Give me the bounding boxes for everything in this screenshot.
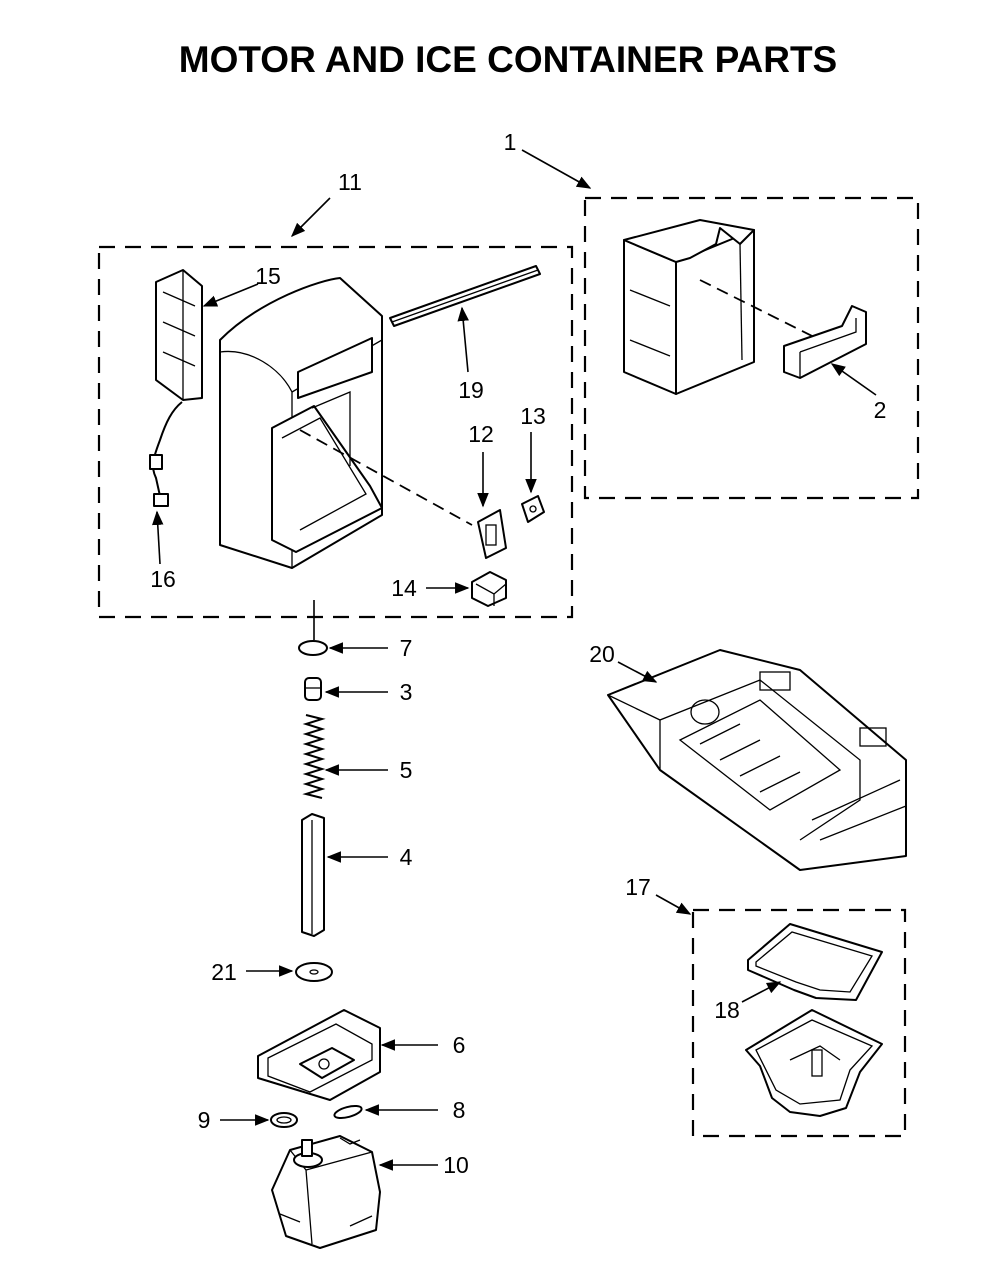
part-12-alignment-line bbox=[299, 429, 473, 526]
part-2-shape bbox=[783, 305, 867, 379]
leader-18 bbox=[741, 981, 782, 1003]
callout-9: 9 bbox=[198, 1107, 211, 1133]
part-2-alignment-line bbox=[699, 279, 821, 341]
part-11-shape bbox=[219, 277, 383, 569]
leader-15 bbox=[202, 283, 259, 307]
callout-19: 19 bbox=[458, 377, 484, 403]
part-4-shape bbox=[301, 813, 325, 937]
part-12-shape bbox=[477, 509, 507, 559]
callout-14: 14 bbox=[391, 575, 417, 601]
leader-16 bbox=[151, 510, 164, 565]
callout-7: 7 bbox=[400, 635, 413, 661]
callout-20: 20 bbox=[589, 641, 615, 667]
leader-2 bbox=[830, 363, 877, 396]
callout-6: 6 bbox=[453, 1032, 466, 1058]
part-10-shape bbox=[271, 1135, 381, 1249]
group-box-17 bbox=[691, 908, 907, 1138]
part-18-shape bbox=[747, 923, 883, 1001]
callout-12: 12 bbox=[468, 421, 494, 447]
leader-17 bbox=[655, 894, 692, 915]
callout-16: 16 bbox=[150, 566, 176, 592]
callout-21: 21 bbox=[211, 959, 237, 985]
part-3-shape bbox=[304, 677, 322, 701]
callout-8: 8 bbox=[453, 1097, 466, 1123]
callout-3: 3 bbox=[400, 679, 413, 705]
leader-11 bbox=[290, 197, 331, 238]
part-14-shape bbox=[471, 571, 507, 607]
callout-1: 1 bbox=[504, 129, 517, 155]
part-20-shape bbox=[607, 649, 907, 871]
callout-10: 10 bbox=[443, 1152, 469, 1178]
diagram-title: MOTOR AND ICE CONTAINER PARTS bbox=[179, 39, 837, 80]
callout-18: 18 bbox=[714, 997, 740, 1023]
leader-19 bbox=[457, 306, 469, 373]
part-7-shape bbox=[298, 640, 328, 656]
part-5-shape bbox=[302, 714, 326, 799]
part-9-shape bbox=[270, 1112, 298, 1128]
part-16-shape bbox=[149, 401, 183, 507]
part-19-shape bbox=[389, 265, 541, 327]
part-17-shape bbox=[745, 1009, 883, 1117]
part-15-shape bbox=[155, 269, 203, 401]
callout-17: 17 bbox=[625, 874, 651, 900]
group-box-1 bbox=[583, 196, 920, 500]
part-13-shape bbox=[521, 495, 545, 523]
part-1-shape bbox=[623, 219, 755, 395]
callout-5: 5 bbox=[400, 757, 413, 783]
part-6-shape bbox=[257, 1009, 381, 1101]
leader-1 bbox=[521, 149, 592, 189]
callout-15: 15 bbox=[255, 263, 281, 289]
part-21-shape bbox=[295, 962, 333, 982]
callout-4: 4 bbox=[400, 844, 413, 870]
callout-11: 11 bbox=[338, 169, 362, 195]
leader-20 bbox=[617, 661, 658, 683]
part-8-shape bbox=[333, 1104, 363, 1120]
callout-13: 13 bbox=[520, 403, 546, 429]
callout-2: 2 bbox=[874, 397, 887, 423]
group-box-11 bbox=[97, 245, 574, 619]
